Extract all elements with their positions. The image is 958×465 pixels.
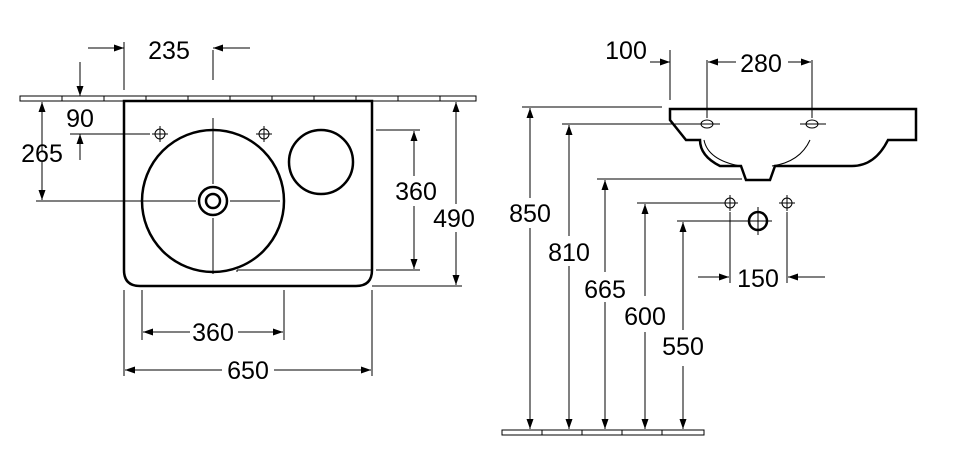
dim-360-horizontal-label: 360 bbox=[192, 319, 234, 347]
waste-outlet-icon bbox=[197, 185, 229, 217]
supply-left-icon bbox=[722, 195, 738, 211]
side-view: 100 280 850 810 665 600 550 150 bbox=[501, 37, 918, 436]
tap-hole-left-icon bbox=[152, 126, 168, 142]
dim-100-label: 100 bbox=[605, 37, 647, 65]
dim-265-label: 265 bbox=[21, 140, 63, 168]
dim-90-label: 90 bbox=[66, 105, 94, 133]
side-tap-hole-right-icon bbox=[800, 119, 826, 129]
dim-150-label: 150 bbox=[737, 265, 779, 293]
dim-850-label: 850 bbox=[509, 200, 551, 228]
dim-235-label: 235 bbox=[148, 37, 190, 65]
dim-810-label: 810 bbox=[548, 239, 590, 267]
dim-360-vertical-label: 360 bbox=[395, 178, 437, 206]
waste-pipe-icon bbox=[744, 207, 772, 235]
dim-490-label: 490 bbox=[433, 205, 475, 233]
soap-dish-circle bbox=[287, 128, 355, 196]
supply-right-icon bbox=[779, 195, 795, 211]
plan-view: 235 90 265 360 490 360 650 bbox=[19, 37, 477, 385]
dim-665-label: 665 bbox=[584, 276, 626, 304]
dim-550-label: 550 bbox=[662, 333, 704, 361]
side-basin-profile bbox=[668, 107, 918, 182]
tap-hole-right-icon bbox=[256, 126, 272, 142]
dim-600-label: 600 bbox=[624, 303, 666, 331]
dim-650-label: 650 bbox=[227, 357, 269, 385]
basin-outline bbox=[122, 99, 374, 288]
dim-280-label: 280 bbox=[740, 50, 782, 78]
side-floor-strip bbox=[501, 429, 705, 436]
